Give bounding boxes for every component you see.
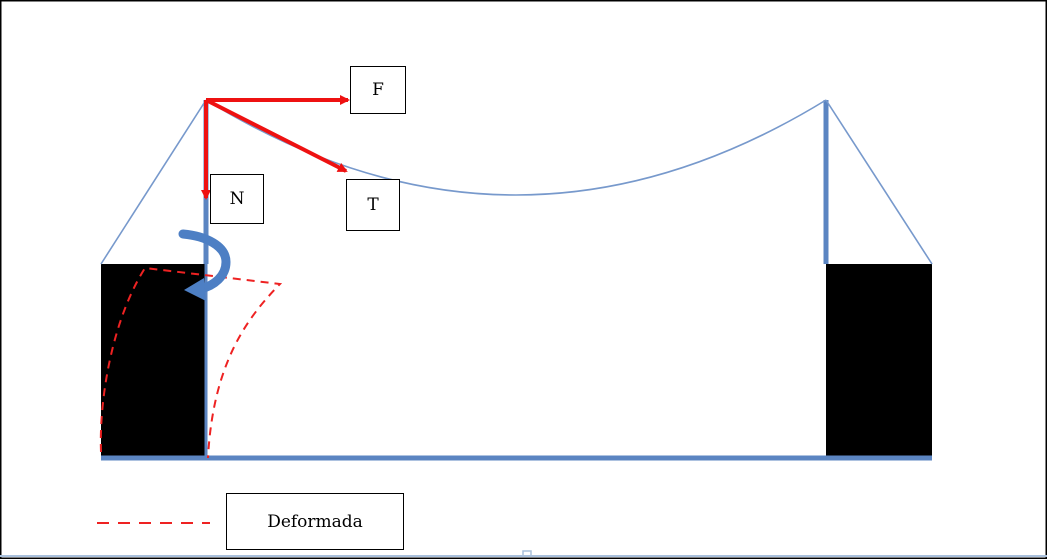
right-stay-cable: [825, 99, 933, 265]
left-stay-cable: [100, 99, 207, 265]
deformed-shape: [99, 266, 283, 459]
bottom-tab-marker: [522, 550, 532, 556]
legend-deformed-label: Deformada: [226, 493, 404, 550]
force-t-label: T: [346, 179, 400, 231]
right-support-block: [826, 264, 932, 458]
force-t-arrow: [205, 98, 348, 173]
force-n-label: N: [210, 174, 264, 224]
left-support-block: [101, 264, 207, 458]
force-f-label: F: [350, 66, 406, 114]
moment-curved-arrow-icon: [178, 229, 231, 301]
